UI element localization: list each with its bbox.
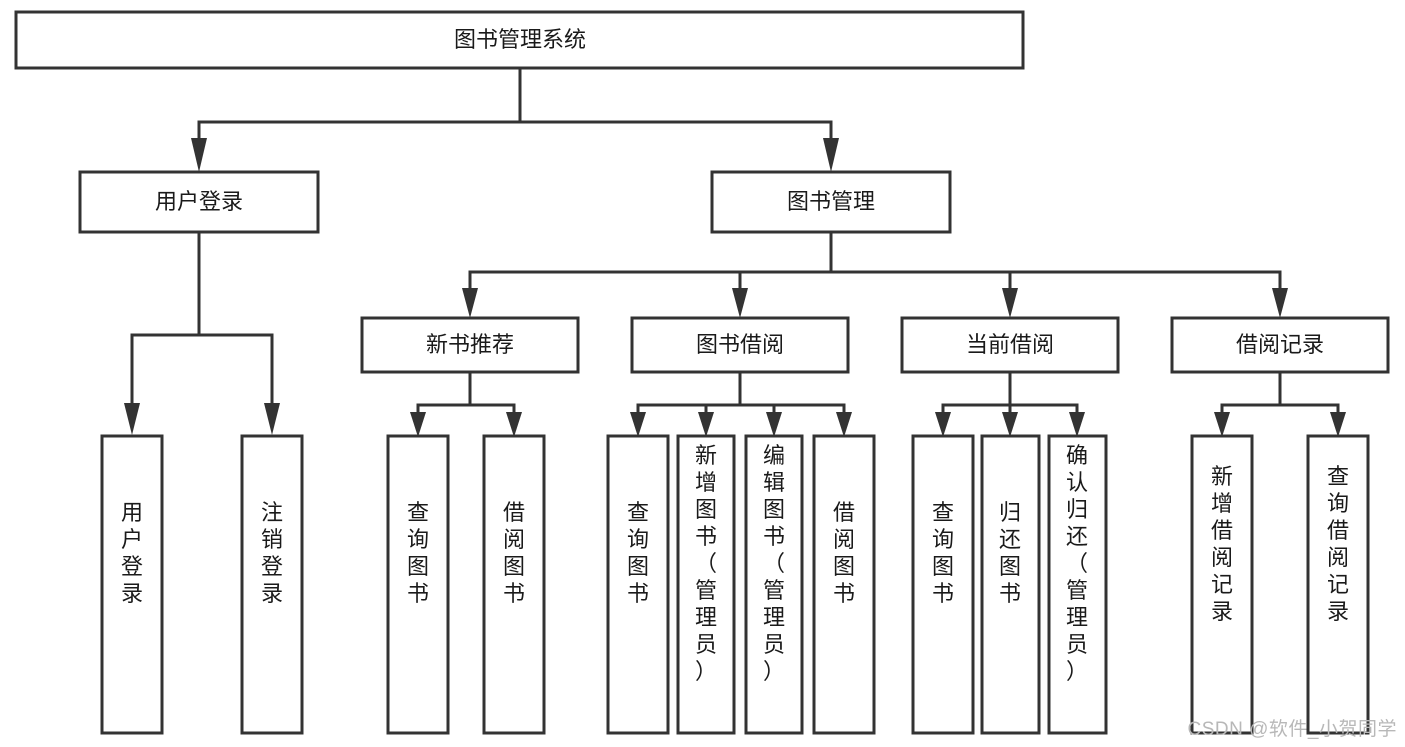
node-leaf-user-login-label: 用户登录: [121, 500, 143, 606]
node-leaf-borrow-book-1[interactable]: 借阅图书: [482, 434, 546, 735]
node-leaf-confirm-return-label: 确认归还（管理员）: [1066, 443, 1088, 684]
node-leaf-borrow-book-2[interactable]: 借阅图书: [812, 434, 876, 735]
arrow-to-leaf-user-login: [124, 403, 140, 435]
node-leaf-query-book-3[interactable]: 查询图书: [911, 434, 975, 735]
node-new-book-rec-label: 新书推荐: [426, 332, 514, 357]
node-leaf-query-record-box[interactable]: [1306, 434, 1370, 735]
node-leaf-query-book-2-box[interactable]: [606, 434, 670, 735]
node-book-manage-box[interactable]: [710, 170, 952, 234]
arrow-to-new-book-rec: [462, 288, 478, 318]
node-book-borrow-box[interactable]: [630, 316, 850, 374]
node-leaf-logout-box[interactable]: [240, 434, 304, 735]
node-leaf-add-book[interactable]: 新增图书（管理员）: [676, 434, 736, 735]
arrow-to-borrow-record: [1272, 288, 1288, 318]
arrow-to-leaf-confirm-return: [1069, 412, 1085, 437]
node-leaf-logout-label: 注销登录: [261, 500, 283, 606]
arrow-to-leaf-borrow-book-2: [836, 412, 852, 437]
node-leaf-edit-book[interactable]: 编辑图书（管理员）: [744, 434, 804, 735]
node-leaf-return-book[interactable]: 归还图书: [980, 434, 1041, 735]
node-leaf-return-book-label: 归还图书: [999, 500, 1021, 606]
arrow-to-leaf-return-book: [1002, 412, 1018, 437]
node-leaf-return-book-box[interactable]: [980, 434, 1041, 735]
connector-layer: [124, 66, 1346, 437]
node-leaf-borrow-book-2-box[interactable]: [812, 434, 876, 735]
node-leaf-add-record-box[interactable]: [1190, 434, 1254, 735]
arrow-to-leaf-query-book-2: [630, 412, 646, 437]
node-leaf-query-record[interactable]: 查询借阅记录: [1306, 434, 1370, 735]
arrow-to-leaf-query-book-1: [410, 412, 426, 437]
node-book-borrow-label: 图书借阅: [696, 332, 784, 357]
node-current-borrow[interactable]: 当前借阅: [900, 316, 1120, 374]
node-new-book-rec-box[interactable]: [360, 316, 580, 374]
node-leaf-user-login[interactable]: 用户登录: [100, 434, 164, 735]
arrow-to-current-borrow: [1002, 288, 1018, 318]
node-borrow-record[interactable]: 借阅记录: [1170, 316, 1390, 374]
node-current-borrow-box[interactable]: [900, 316, 1120, 374]
arrow-to-leaf-query-record: [1330, 412, 1346, 437]
arrow-to-leaf-edit-book: [766, 412, 782, 437]
node-leaf-query-book-1-box[interactable]: [386, 434, 450, 735]
node-leaf-query-book-2[interactable]: 查询图书: [606, 434, 670, 735]
node-leaf-edit-book-label: 编辑图书（管理员）: [763, 443, 785, 684]
arrow-to-book-manage: [823, 138, 839, 172]
csdn-watermark: CSDN @软件_小贺同学: [1187, 719, 1397, 740]
node-leaf-query-book-1[interactable]: 查询图书: [386, 434, 450, 735]
arrow-to-user-login: [191, 138, 207, 172]
node-leaf-query-record-label: 查询借阅记录: [1327, 464, 1349, 624]
node-user-login[interactable]: 用户登录: [78, 170, 320, 234]
node-root[interactable]: 图书管理系统: [14, 10, 1025, 70]
node-leaf-query-book-1-label: 查询图书: [407, 500, 429, 606]
arrow-to-leaf-add-record: [1214, 412, 1230, 437]
node-book-borrow[interactable]: 图书借阅: [630, 316, 850, 374]
node-leaf-logout[interactable]: 注销登录: [240, 434, 304, 735]
arrow-to-leaf-query-book-3: [935, 412, 951, 437]
node-leaf-borrow-book-2-label: 借阅图书: [833, 500, 855, 606]
node-user-login-box[interactable]: [78, 170, 320, 234]
node-leaf-edit-book-box[interactable]: [744, 434, 804, 735]
node-book-manage-label: 图书管理: [787, 189, 875, 214]
node-leaf-confirm-return-box[interactable]: [1047, 434, 1108, 735]
node-book-manage[interactable]: 图书管理: [710, 170, 952, 234]
arrow-to-leaf-logout: [264, 403, 280, 435]
node-leaf-confirm-return[interactable]: 确认归还（管理员）: [1047, 434, 1108, 735]
node-leaf-add-record-label: 新增借阅记录: [1211, 464, 1233, 624]
node-root-label: 图书管理系统: [454, 27, 586, 52]
node-leaf-borrow-book-1-label: 借阅图书: [503, 500, 525, 606]
node-new-book-rec[interactable]: 新书推荐: [360, 316, 580, 374]
node-leaf-add-record[interactable]: 新增借阅记录: [1190, 434, 1254, 735]
node-borrow-record-box[interactable]: [1170, 316, 1390, 374]
node-leaf-query-book-3-label: 查询图书: [932, 500, 954, 606]
arrow-to-leaf-add-book: [698, 412, 714, 437]
node-leaf-query-book-3-box[interactable]: [911, 434, 975, 735]
node-leaf-add-book-box[interactable]: [676, 434, 736, 735]
node-leaf-query-book-2-label: 查询图书: [627, 500, 649, 606]
node-root-box[interactable]: [14, 10, 1025, 70]
node-leaf-borrow-book-1-box[interactable]: [482, 434, 546, 735]
node-current-borrow-label: 当前借阅: [966, 332, 1054, 357]
node-leaf-user-login-box[interactable]: [100, 434, 164, 735]
node-user-login-label: 用户登录: [155, 189, 243, 214]
node-leaf-add-book-label: 新增图书（管理员）: [695, 443, 717, 684]
arrow-to-book-borrow: [732, 288, 748, 318]
node-borrow-record-label: 借阅记录: [1236, 332, 1324, 357]
arrow-to-leaf-borrow-book-1: [506, 412, 522, 437]
